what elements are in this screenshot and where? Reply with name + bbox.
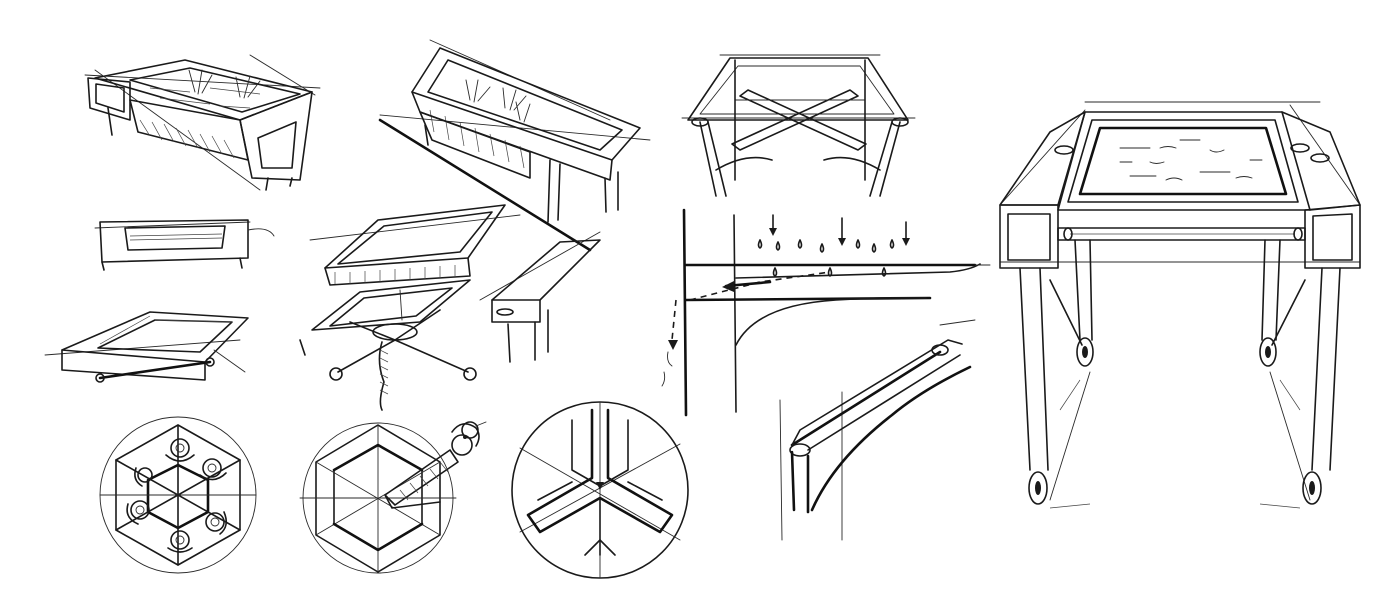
caster-wheel-icon <box>1028 471 1048 505</box>
hexagon-frame-tool <box>299 421 487 574</box>
hexagon-joint-circle-detail <box>511 401 689 579</box>
water-drop-icon <box>757 239 895 277</box>
drill-tool-icon <box>384 421 487 506</box>
tray-detail-side <box>94 219 275 271</box>
person-icon <box>205 511 228 535</box>
exploded-tray-assembly <box>299 204 601 411</box>
caster-wheel-icon <box>1259 337 1277 367</box>
person-icon <box>165 438 195 462</box>
water-drainage-section <box>661 208 991 417</box>
person-icon <box>126 500 150 525</box>
person-icon <box>199 458 227 481</box>
person-icon <box>167 530 193 553</box>
leg-joint-detail <box>779 319 976 541</box>
planter-table-perspective-tilted <box>378 39 651 252</box>
tray-frame-rod <box>44 311 249 383</box>
rolling-planter-table-final <box>999 101 1361 509</box>
caster-wheel-icon <box>1302 471 1322 505</box>
person-icon <box>134 467 153 487</box>
hexagon-seating-plan <box>99 416 257 574</box>
planter-table-perspective-left <box>84 54 321 191</box>
arrow-down-icon <box>769 214 910 246</box>
caster-wheel-icon <box>1076 337 1094 367</box>
cross-leg-frame <box>681 54 916 197</box>
